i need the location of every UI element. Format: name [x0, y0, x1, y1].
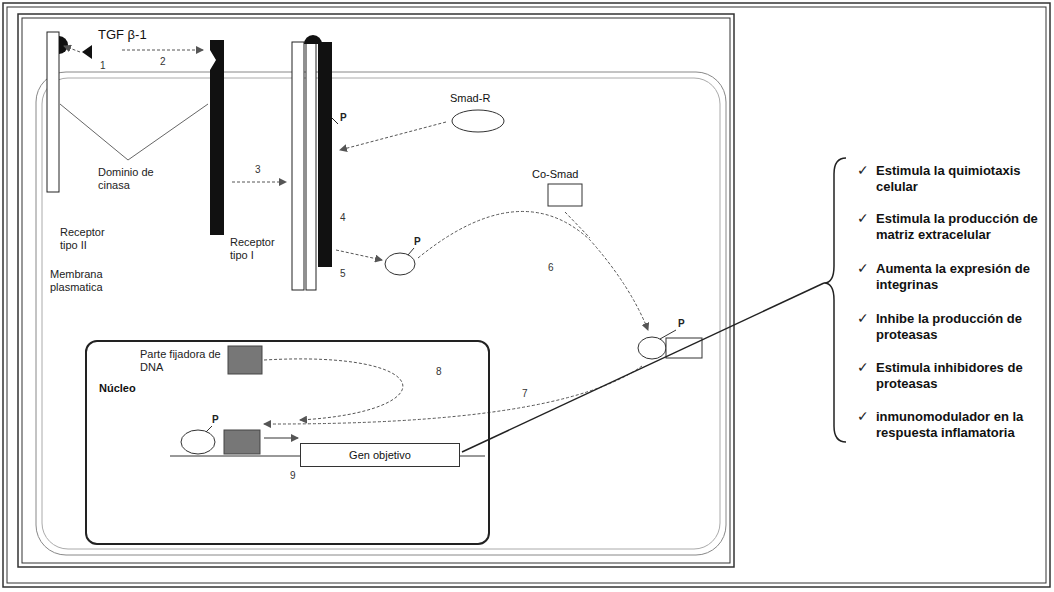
node-text: Smad-R	[450, 92, 490, 105]
part-label: Parte fijadora de DNA	[140, 348, 224, 373]
callout-number: 6	[548, 262, 554, 274]
check-mark: ✓	[857, 359, 869, 375]
complex-receptor-2	[292, 42, 304, 290]
phospho-tick	[660, 330, 676, 339]
ligand-label: TGF β-1	[98, 28, 147, 43]
check-mark: ✓	[857, 408, 869, 424]
check-mark: ✓	[857, 260, 869, 276]
effect-item: Aumenta la expresión de integrinas	[876, 261, 1054, 292]
part-label: Membrana plasmatica	[50, 268, 130, 293]
callout-number: 2	[160, 56, 166, 68]
phospho-mark: P	[414, 236, 421, 248]
step-arrow	[418, 211, 648, 330]
gene-box: Gen objetivo	[300, 443, 460, 467]
node-text: Gen objetivo	[349, 449, 411, 462]
ligand-triangle	[82, 45, 92, 59]
step-arrow	[264, 359, 403, 420]
step-arrow	[64, 46, 80, 52]
dna-line	[460, 456, 485, 457]
outer-frame-inner	[7, 7, 1046, 583]
phospho-mark: P	[678, 318, 685, 330]
dna-line	[170, 456, 300, 457]
phospho-tick	[332, 118, 338, 124]
phospho-smad	[385, 253, 415, 275]
phospho-tick	[206, 426, 212, 432]
transcription-arrow	[264, 438, 298, 439]
phospho-mark: P	[340, 112, 347, 124]
node-text: Co-Smad	[532, 168, 578, 181]
callout-number: 1	[100, 60, 106, 72]
co-smad-node: Co-Smad	[528, 166, 592, 210]
step-arrow	[336, 250, 382, 260]
complex-receptor-1	[318, 42, 332, 267]
part-label: Receptor tipo I	[230, 236, 288, 261]
effect-item: Estimula la quimiotaxis celular	[876, 163, 1054, 194]
receptor-type-1	[210, 40, 224, 235]
bound-ligand	[304, 35, 322, 44]
callout-number: 3	[255, 164, 261, 176]
outer-frame	[3, 3, 1050, 587]
step-arrow	[122, 50, 203, 51]
callout-number: 4	[340, 212, 346, 224]
check-mark: ✓	[857, 310, 869, 326]
cell-membrane	[36, 72, 726, 555]
panel-frame	[18, 14, 734, 567]
callout-number: 7	[522, 388, 528, 400]
effect-item: Inhibe la producción de proteasas	[876, 311, 1054, 342]
check-mark: ✓	[857, 210, 869, 226]
panel-frame-inner	[22, 18, 730, 563]
co-smad-join	[565, 212, 590, 238]
effect-item: Estimula inhibidores de proteasas	[876, 360, 1054, 391]
bound-ligand	[59, 36, 68, 54]
effect-item: inmunomodulador en la respuesta inflamat…	[876, 409, 1054, 440]
rect-shape	[548, 184, 582, 206]
cell-membrane-inner	[42, 78, 720, 549]
step-arrow	[232, 182, 286, 183]
ellipse-shape	[452, 110, 504, 132]
nuclear-dna-binding	[224, 430, 260, 454]
part-label: Receptor tipo II	[60, 226, 118, 251]
callout-number: 8	[436, 366, 442, 378]
nuclear-smad	[181, 430, 215, 454]
node-text: Núcleo	[99, 382, 136, 395]
receptor-type-2	[47, 32, 59, 192]
kinase-leader	[60, 104, 208, 160]
smad-r-node: Smad-R	[446, 90, 512, 136]
part-label: Dominio de cinasa	[98, 166, 160, 191]
callout-number: 5	[340, 268, 346, 280]
complex-receptor-2b	[306, 42, 316, 290]
step-arrow	[340, 122, 446, 150]
check-mark: ✓	[857, 162, 869, 178]
smad-complex	[638, 337, 666, 359]
phospho-tick	[408, 248, 414, 255]
bracket	[824, 158, 846, 442]
dna-binding-part	[228, 346, 262, 374]
callout-number: 9	[290, 470, 296, 482]
leader-line	[462, 283, 824, 452]
phospho-mark: P	[212, 414, 219, 426]
effect-item: Estimula la producción de matriz extrace…	[876, 211, 1054, 242]
